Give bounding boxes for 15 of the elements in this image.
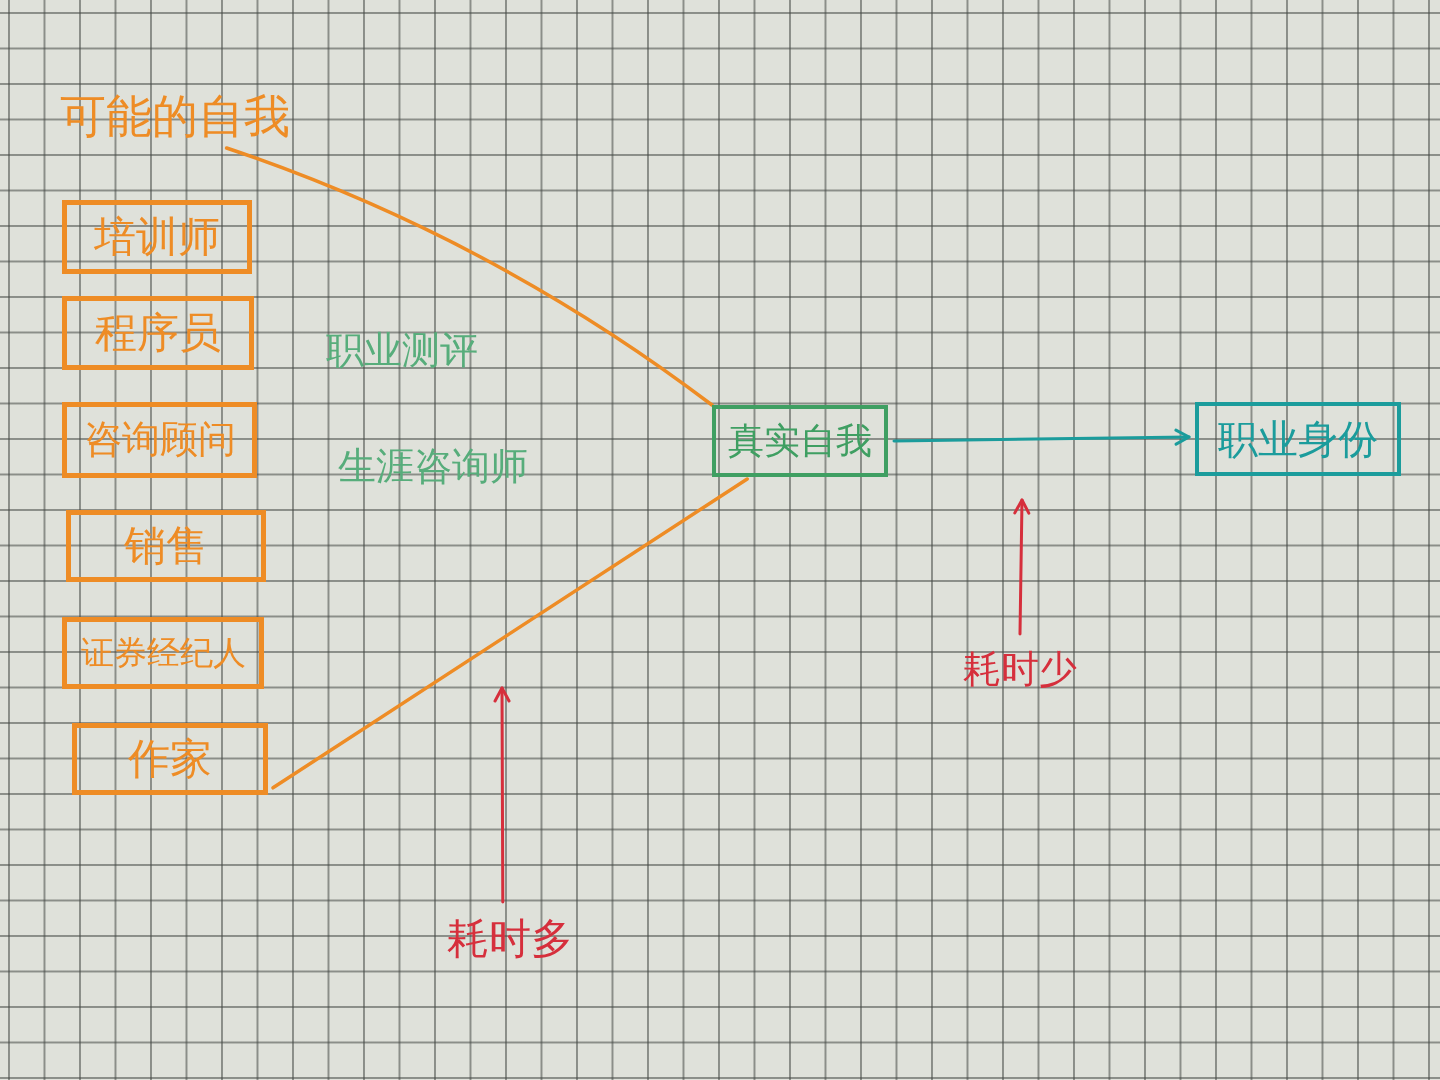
time-note: 耗时多 [438,906,582,972]
role-box: 咨询顾问 [62,402,257,478]
pointer-arrow [493,686,511,904]
role-box: 销售 [66,510,266,582]
role-box: 证券经纪人 [62,617,264,689]
heading-text: 可能的自我 [46,84,304,148]
funnel-line [224,146,714,407]
arrow [892,428,1191,446]
role-box: 培训师 [62,200,252,274]
identity-box: 职业身份 [1195,402,1401,476]
role-box: 作家 [72,723,268,795]
self-box: 真实自我 [712,405,888,477]
pointer-arrow [1013,498,1031,636]
time-note: 耗时少 [954,638,1086,702]
role-box: 程序员 [62,296,254,370]
